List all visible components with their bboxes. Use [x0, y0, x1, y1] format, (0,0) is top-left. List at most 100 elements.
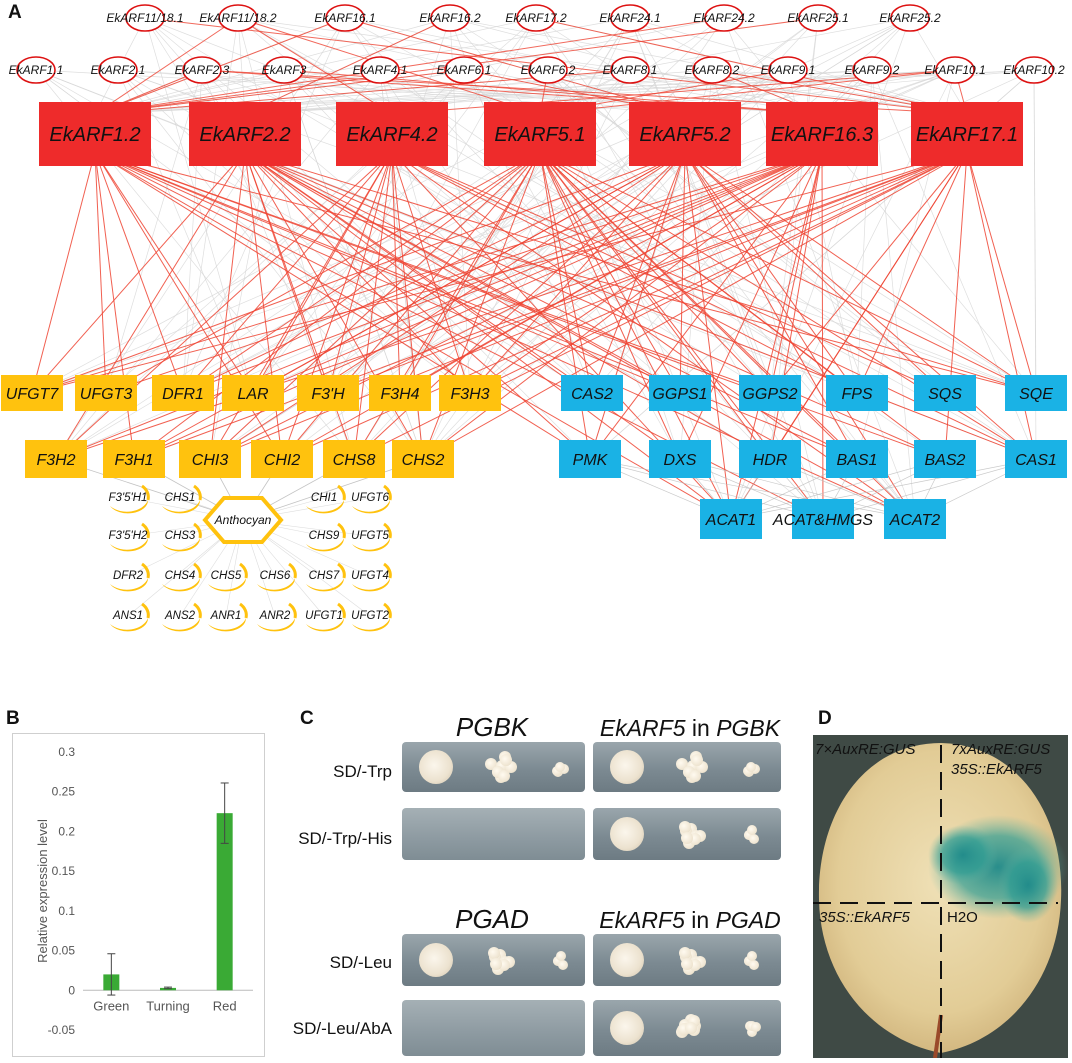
y-tick-label: 0.05	[52, 944, 76, 958]
arf-ellipse-ekarf8-1: EkARF8.1	[603, 56, 658, 84]
arf-ellipse-ekarf11-18-1: EkARF11/18.1	[106, 4, 184, 32]
arf-ellipse-ekarf10-1: EkARF10.1	[924, 56, 986, 84]
moon-anr1: ANR1	[208, 602, 248, 632]
arf-ellipse-ekarf25-1: EkARF25.1	[787, 4, 849, 32]
moon-chs3: CHS3	[162, 522, 202, 552]
red-edge	[31, 151, 246, 394]
yeast-colony	[489, 958, 502, 971]
gene-acat-hmgs: ACAT&HMGS	[772, 499, 873, 539]
red-edge	[94, 151, 107, 394]
panel-label-b: B	[6, 708, 20, 729]
red-edge	[769, 151, 968, 394]
svg-text:EkARF11/18.1: EkARF11/18.1	[106, 11, 183, 25]
svg-text:F3H2: F3H2	[36, 452, 75, 469]
plate-ekarf5-pgad-sd-leu	[593, 934, 781, 986]
svg-text:EkARF2.1: EkARF2.1	[91, 63, 146, 77]
leaf-label-top-left: 7×AuxRE:GUS	[815, 741, 916, 758]
grey-edge	[871, 69, 916, 520]
in-word: in	[684, 907, 716, 933]
arf-ellipse-ekarf17-2: EkARF17.2	[505, 4, 567, 32]
plate-ekarf5-pgbk-sd-trp	[593, 742, 781, 792]
red-edge	[244, 17, 451, 115]
red-edge	[684, 151, 1037, 394]
yeast-colony	[748, 960, 759, 971]
svg-text:EkARF9.1: EkARF9.1	[761, 63, 816, 77]
plate-pgbk-sd-trp-his	[402, 808, 585, 860]
yeast-colony	[498, 770, 511, 783]
svg-text:ANS2: ANS2	[164, 610, 196, 622]
red-edge	[684, 151, 1037, 460]
gene-dfr1: DFR1	[152, 375, 214, 411]
arf-ellipse-ekarf6-2: EkARF6.2	[521, 56, 576, 84]
svg-text:UFGT5: UFGT5	[351, 530, 389, 542]
svg-text:CHS5: CHS5	[211, 570, 242, 582]
red-edge	[94, 151, 681, 394]
red-edge	[55, 151, 968, 460]
yeast-colony	[746, 1026, 757, 1037]
svg-text:EkARF25.2: EkARF25.2	[879, 11, 941, 25]
yeast-colony	[746, 951, 757, 962]
grey-edge	[629, 17, 771, 394]
gene-chs2: CHS2	[392, 440, 454, 478]
svg-text:EkARF10.1: EkARF10.1	[924, 63, 985, 77]
red-edge	[105, 151, 541, 394]
svg-text:EkARF10.2: EkARF10.2	[1003, 63, 1065, 77]
red-edge	[94, 151, 732, 520]
grey-edge	[201, 69, 1037, 394]
error-bar-green	[107, 953, 116, 996]
yeast-colony	[750, 1021, 761, 1032]
red-edge	[244, 151, 593, 394]
red-edge	[94, 69, 465, 115]
svg-text:UFGT3: UFGT3	[80, 386, 133, 403]
red-edge	[966, 151, 1037, 394]
moon-ufgt6: UFGT6	[351, 484, 392, 514]
header-pgad: PGAD	[455, 904, 529, 934]
gene-chi2: CHI2	[251, 440, 313, 478]
svg-text:CHS1: CHS1	[165, 492, 196, 504]
red-edge	[244, 151, 591, 460]
red-edge	[31, 151, 823, 394]
svg-text:F3'H: F3'H	[311, 386, 345, 403]
red-edge	[31, 151, 968, 394]
red-edge	[469, 151, 823, 394]
svg-text:DFR1: DFR1	[162, 386, 204, 403]
red-edge	[535, 17, 968, 115]
svg-text:CHS8: CHS8	[333, 452, 376, 469]
gene-bas1: BAS1	[826, 440, 888, 478]
svg-text:GGPS2: GGPS2	[742, 386, 797, 403]
gene-cas1: CAS1	[1005, 440, 1067, 478]
grey-edge	[730, 458, 946, 520]
svg-text:EkARF8.1: EkARF8.1	[603, 63, 658, 77]
red-edge	[327, 151, 393, 394]
y-tick-label: 0.1	[58, 904, 75, 918]
svg-text:CHS9: CHS9	[309, 530, 340, 542]
vector-name: PGAD	[715, 907, 781, 933]
gene-f3h3: F3H3	[439, 375, 501, 411]
yeast-colony	[488, 946, 501, 959]
yeast-colony	[610, 943, 644, 977]
grey-edge	[822, 458, 1037, 520]
grey-edge	[547, 69, 946, 394]
yeast-colony	[679, 946, 692, 959]
arf-ellipse-ekarf11-18-2: EkARF11/18.2	[199, 4, 277, 32]
red-edge	[209, 151, 686, 460]
gene-fps: FPS	[826, 375, 888, 411]
moon-f3-5-h2: F3'5'H2	[109, 522, 150, 552]
red-edge	[31, 151, 686, 394]
y-tick-label: 0	[68, 983, 75, 997]
red-edge	[182, 151, 686, 394]
gene-chs8: CHS8	[323, 440, 385, 478]
bar-red	[216, 813, 233, 991]
svg-text:CHS6: CHS6	[260, 570, 291, 582]
moon-f3-5-h1: F3'5'H1	[109, 484, 150, 514]
gene-f3-h: F3'H	[297, 375, 359, 411]
svg-text:SQE: SQE	[1019, 386, 1053, 403]
yeast-colony	[746, 762, 757, 773]
leaf-label-bottom-right: H2O	[947, 909, 978, 926]
gene-f3h2: F3H2	[25, 440, 87, 478]
gene-acat2: ACAT2	[884, 499, 946, 539]
hub-ekarf4-2: EkARF4.2	[336, 102, 448, 166]
arf-ellipse-ekarf9-1: EkARF9.1	[761, 56, 816, 84]
moon-ufgt5: UFGT5	[351, 522, 392, 552]
panel-label-c: C	[300, 708, 314, 729]
